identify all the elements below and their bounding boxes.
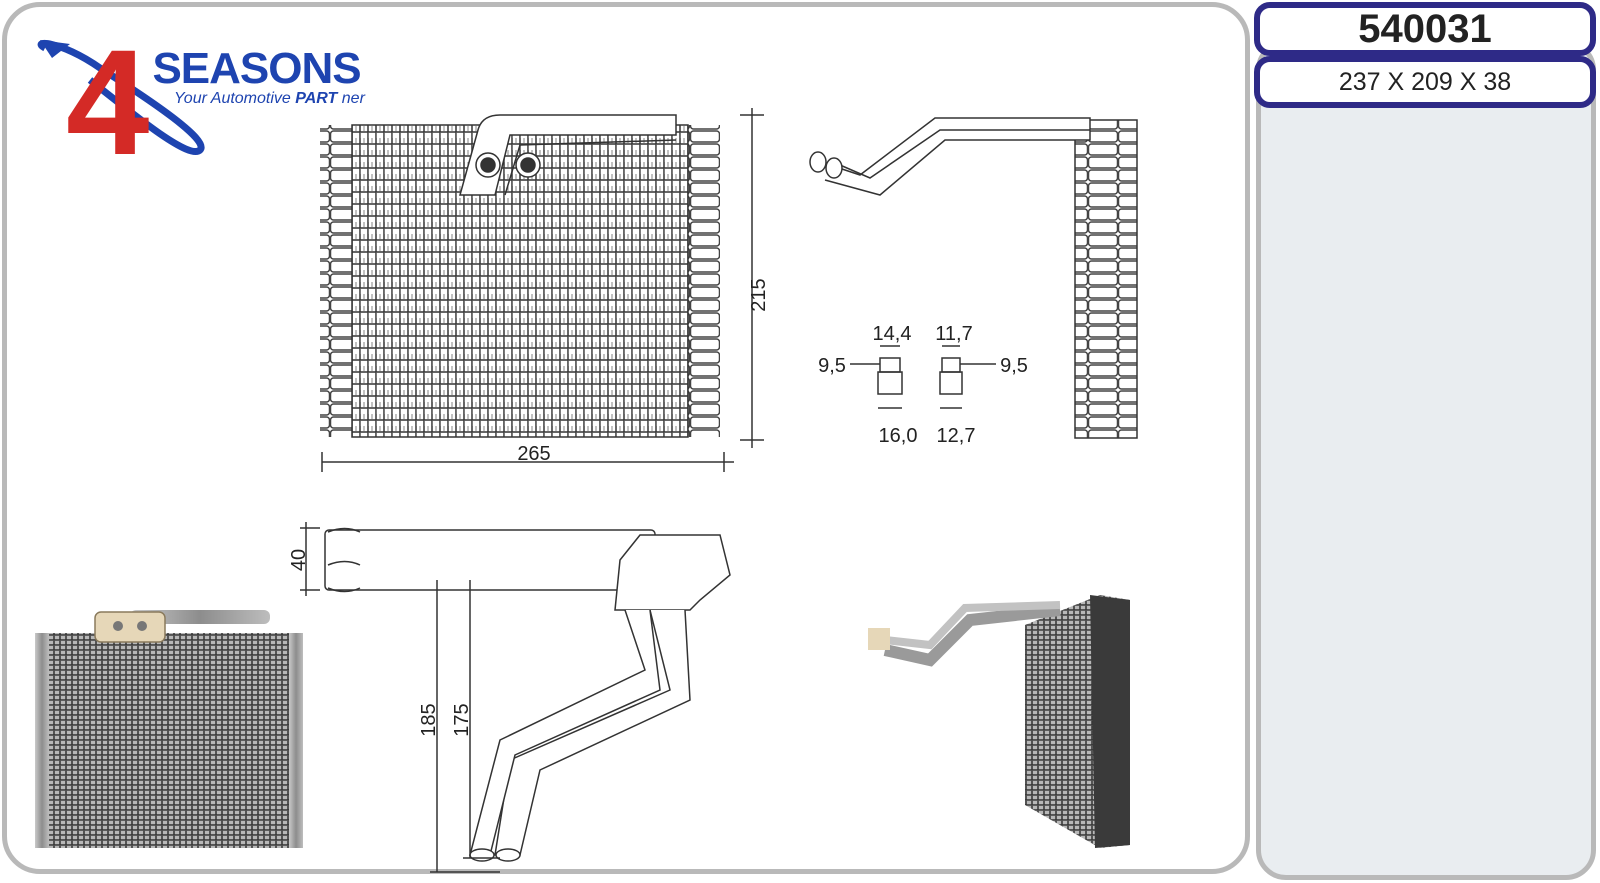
brand-tagline: Your Automotive PART ner — [174, 90, 365, 107]
dim-top-depth: 40 — [288, 549, 310, 571]
dim-fitting-bottom-right: 12,7 — [937, 425, 976, 447]
dim-fitting-top-right: 11,7 — [935, 323, 972, 345]
dim-front-height: 215 — [748, 278, 770, 311]
dim-fitting-side-left: 9,5 — [818, 355, 846, 377]
dim-front-width: 265 — [517, 443, 550, 465]
dim-fitting-bottom-left: 16,0 — [879, 425, 918, 447]
top-view — [300, 522, 731, 873]
brand-name: 4SEASONS — [66, 18, 362, 186]
front-view — [320, 108, 764, 472]
dim-pipe-inner: 175 — [451, 703, 473, 736]
fitting-details — [850, 345, 996, 409]
part-number: 540031 — [1254, 2, 1596, 56]
dim-pipe-outer: 185 — [418, 703, 440, 736]
part-dimensions: 237 X 209 X 38 — [1254, 56, 1596, 108]
info-panel — [1256, 40, 1596, 880]
technical-drawing: 215 265 14,4 11,7 9,5 9,5 16,0 12,7 40 1… — [35, 108, 1138, 873]
dim-fitting-top-left: 14,4 — [873, 323, 912, 345]
dim-fitting-side-right: 9,5 — [1000, 355, 1028, 377]
brand-logo-swoosh-icon — [37, 40, 205, 155]
side-view — [809, 117, 1138, 439]
product-photo-angled — [868, 595, 1130, 848]
product-photo-front — [35, 610, 303, 848]
